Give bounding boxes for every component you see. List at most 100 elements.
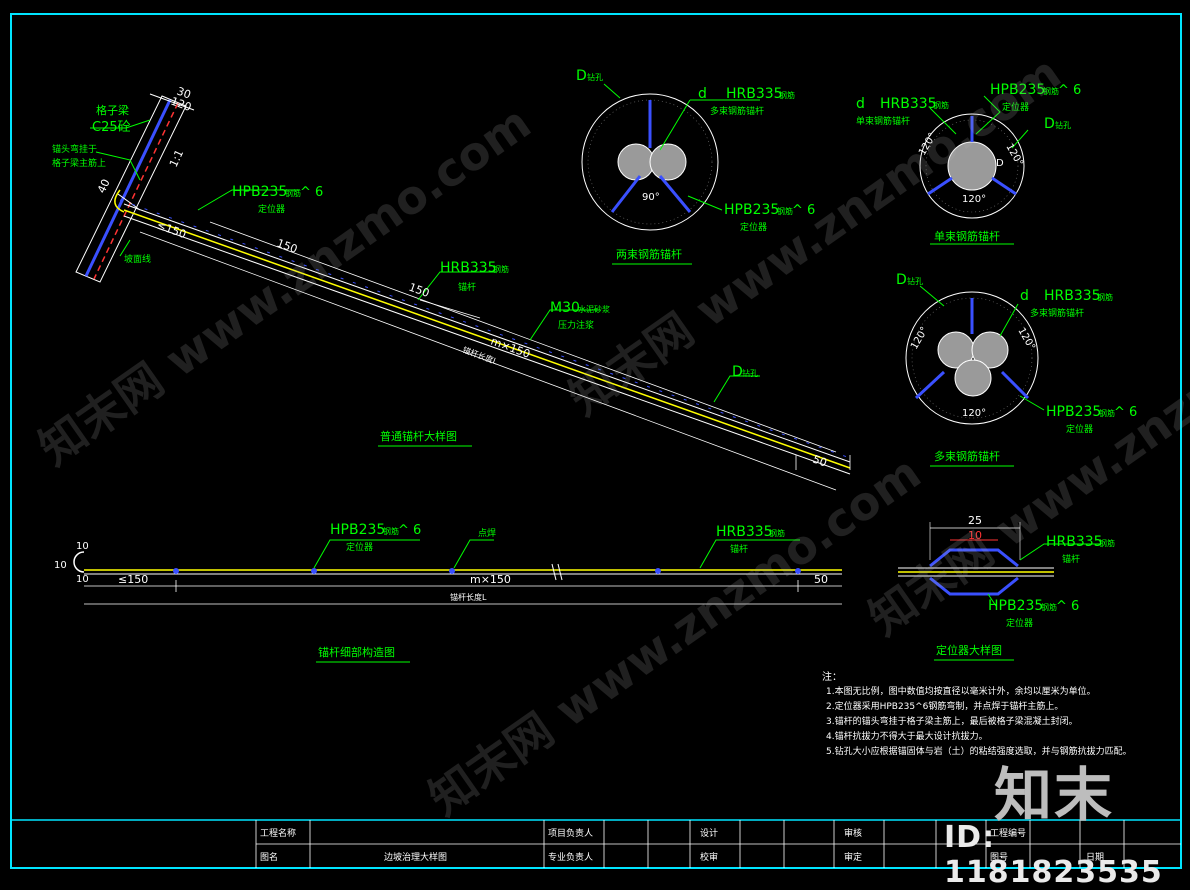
main-anchor-detail: 30 120 格子梁 C25砼 锚头弯挂于 格子梁主筋上 40 1:1 坡面线 … xyxy=(52,85,851,491)
positioner-hpb-sub: 钢筋 xyxy=(1041,602,1057,612)
tb-drawing-title: 边坡治理大样图 xyxy=(384,851,447,863)
tb-drawing-no: 图号 xyxy=(990,852,1008,863)
tb-check: 校审 xyxy=(700,851,718,863)
anchor-note-1: 锚头弯挂于 xyxy=(52,143,97,155)
single-hrb: HRB335 xyxy=(880,96,937,112)
multi-hrb: HRB335 xyxy=(1044,288,1101,304)
tb-job-no: 工程编号 xyxy=(990,827,1026,839)
dim-30: 30 xyxy=(175,85,193,102)
tb-design: 设计 xyxy=(700,827,718,839)
single-center-d: D xyxy=(996,158,1004,169)
single-hrb-sub: 钢筋 xyxy=(933,100,949,110)
tb-discipline-lead: 专业负责人 xyxy=(548,851,593,863)
two-bundle-positioner: 定位器 xyxy=(740,221,767,233)
rod-hrb-sub: 钢筋 xyxy=(769,528,785,538)
rod-dim-10c: 10 xyxy=(76,574,89,585)
rod-dim-le150: ≤150 xyxy=(118,573,148,586)
note-item: 4.锚杆抗拔力不得大于最大设计抗拔力。 xyxy=(826,730,988,742)
multi-hpb-num: ^ 6 xyxy=(1114,405,1137,420)
single-hpb-num: ^ 6 xyxy=(1058,83,1081,98)
positioner-hpb: HPB235 xyxy=(988,598,1043,614)
multi-d-hole-sub: 钻孔 xyxy=(907,276,923,286)
title-block xyxy=(255,820,1181,868)
rod-dim-mx150: m×150 xyxy=(470,573,511,586)
hpb-sub-1: 钢筋 xyxy=(285,188,301,198)
two-bundle-hrb: HRB335 xyxy=(726,86,783,102)
two-bundle-hpb-num: ^ 6 xyxy=(792,203,815,218)
two-bundle-angle: 90° xyxy=(642,192,660,203)
notes: 注： 1.本图无比例，图中数值均按直径以毫米计外，余均以厘米为单位。 2.定位器… xyxy=(822,670,1132,757)
note-item: 1.本图无比例，图中数值均按直径以毫米计外，余均以厘米为单位。 xyxy=(826,685,1096,697)
multi-hpb: HPB235 xyxy=(1046,404,1101,420)
d-hole-sub: 钻孔 xyxy=(742,368,758,378)
multi-positioner: 定位器 xyxy=(1066,423,1093,435)
tb-date: 日期 xyxy=(1086,852,1104,863)
rod-label-1: 锚杆 xyxy=(458,281,476,293)
two-bundle-hrb-sub: 钢筋 xyxy=(779,90,795,100)
hrb-label-1: HRB335 xyxy=(440,260,497,276)
tb-project-lead: 项目负责人 xyxy=(548,827,593,839)
multi-hrb-sub: 钢筋 xyxy=(1097,292,1113,302)
two-bundle-d-hole-sub: 钻孔 xyxy=(587,72,603,82)
single-hpb: HPB235 xyxy=(990,82,1045,98)
notes-heading: 注： xyxy=(822,670,842,683)
note-item: 3.锚杆的锚头弯挂于格子梁主筋上，最后被格子梁混凝土封闭。 xyxy=(826,715,1078,727)
two-bundle-multi-rod: 多束钢筋锚杆 xyxy=(710,105,764,117)
rod-hpb-sub: 钢筋 xyxy=(383,526,399,536)
anchor-note-2: 格子梁主筋上 xyxy=(52,157,106,169)
tb-review: 审核 xyxy=(844,827,862,839)
rod-dim-10a: 10 xyxy=(76,541,89,552)
two-bundle-section: D 钻孔 d HRB335 钢筋 多束钢筋锚杆 90° HPB235 钢筋 ^ … xyxy=(576,68,815,265)
rod-hpb: HPB235 xyxy=(330,522,385,538)
tb-project-name: 工程名称 xyxy=(260,827,296,839)
positioner-dim-25: 25 xyxy=(968,514,982,527)
positioner-dim-10: 10 xyxy=(968,529,982,542)
m30-sub2: 压力注浆 xyxy=(558,319,594,331)
tb-approve: 审定 xyxy=(844,851,862,863)
multi-d-rebar: d xyxy=(1020,288,1029,304)
positioner-detail: 25 10 HRB335 钢筋 锚杆 HPB235 钢筋 ^ 6 定位器 定位器… xyxy=(898,514,1115,661)
hpb-num-1: ^ 6 xyxy=(300,185,323,200)
single-d-hole-sub: 钻孔 xyxy=(1055,120,1071,130)
two-bundle-hpb-sub: 钢筋 xyxy=(777,206,793,216)
pile-label: 格子梁 xyxy=(96,103,129,117)
single-positioner: 定位器 xyxy=(1002,101,1029,113)
two-bundle-d-hole: D xyxy=(576,68,587,84)
rod-dim-10b: 10 xyxy=(54,560,67,571)
rod-detail: 10 10 10 HPB235 钢筋 ^ 6 定位器 点焊 HRB335 钢筋 … xyxy=(54,522,842,663)
two-bundle-d-rebar: d xyxy=(698,86,707,102)
positioner-rod: 锚杆 xyxy=(1062,553,1080,565)
pile-concrete: C25砼 xyxy=(92,120,131,135)
positioner-hrb-sub: 钢筋 xyxy=(1099,538,1115,548)
dim-50: 50 xyxy=(811,453,829,470)
rod-hrb: HRB335 xyxy=(716,524,773,540)
hpb-label-1: HPB235 xyxy=(232,184,287,200)
rod-length: 锚杆长度L xyxy=(450,592,487,602)
two-bundle-title: 两束钢筋锚杆 xyxy=(616,247,682,261)
single-d-rebar: d xyxy=(856,96,865,112)
rod-weld: 点焊 xyxy=(478,527,496,539)
positioner-title: 定位器大样图 xyxy=(936,643,1002,657)
single-rod-label: 单束钢筋锚杆 xyxy=(856,115,910,127)
rod-detail-title: 锚杆细部构造图 xyxy=(318,645,395,659)
positioner-hpb-num: ^ 6 xyxy=(1056,599,1079,614)
main-detail-title: 普通锚杆大样图 xyxy=(380,429,457,443)
single-angle-c: 120° xyxy=(962,194,986,205)
positioner-hrb: HRB335 xyxy=(1046,534,1103,550)
rod-rod: 锚杆 xyxy=(730,543,748,555)
drawing-frame xyxy=(10,13,1182,869)
tb-drawing-name: 图名 xyxy=(260,851,278,863)
single-title: 单束钢筋锚杆 xyxy=(934,229,1000,243)
resource-id: ID: 1181823535 xyxy=(944,820,1163,890)
multi-angle-c: 120° xyxy=(962,408,986,419)
single-d-hole: D xyxy=(1044,116,1055,132)
rod-hpb-num: ^ 6 xyxy=(398,523,421,538)
multi-title: 多束钢筋锚杆 xyxy=(934,449,1000,463)
rod-dim-50: 50 xyxy=(814,573,828,586)
note-item: 5.钻孔大小应根据锚固体与岩（土）的粘结强度选取，并与钢筋抗拔力匹配。 xyxy=(826,745,1132,757)
slope-line-label: 坡面线 xyxy=(124,253,151,265)
multi-d-hole: D xyxy=(896,272,907,288)
two-bundle-hpb: HPB235 xyxy=(724,202,779,218)
multi-rod-label: 多束钢筋锚杆 xyxy=(1030,307,1084,319)
